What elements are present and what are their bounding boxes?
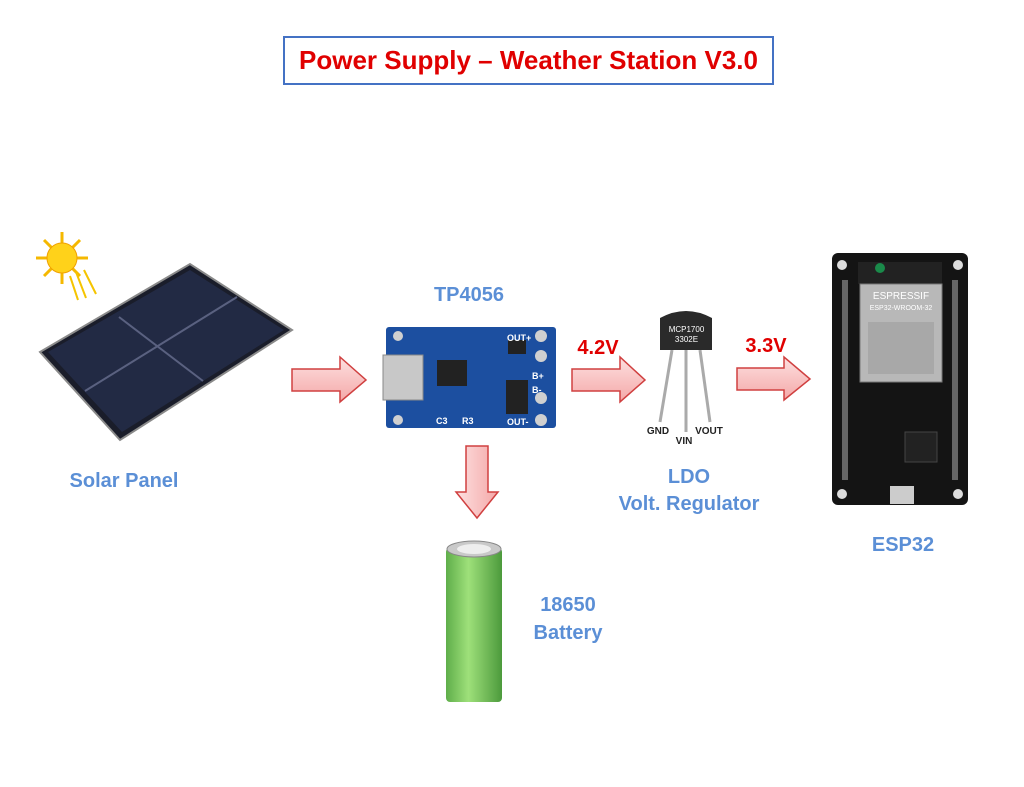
battery-image (446, 540, 502, 702)
arrow-charger-to-battery (454, 445, 500, 520)
ldo-label-1: LDO (667, 466, 711, 488)
svg-text:B-: B- (532, 385, 542, 395)
battery-label-1: 18650 (540, 594, 596, 616)
solar-panel-label: Solar Panel (69, 470, 179, 492)
ldo-pin-vout: VOUT (695, 426, 723, 437)
svg-text:B+: B+ (532, 371, 544, 381)
svg-text:R3: R3 (462, 416, 474, 426)
sun-icon (36, 232, 97, 301)
battery-label-2: Battery (533, 622, 603, 644)
tp4056-board-image: OUT+ B+ B- OUT- C3 R3 (382, 327, 556, 428)
solar-panel-image (38, 262, 294, 442)
diagram-title: Power Supply – Weather Station V3.0 (283, 36, 774, 85)
svg-text:OUT-: OUT- (507, 417, 529, 427)
ldo-pin-gnd: GND (646, 426, 670, 437)
arrow-ldo-to-mcu (736, 355, 812, 402)
ldo-chip-marking-1: MCP1700 (668, 325, 705, 334)
esp32-module-name: ESP32-WROOM-32 (869, 305, 933, 312)
ldo-chip-marking-2: 3302E (674, 335, 699, 344)
arrow-solar-to-charger (291, 355, 368, 404)
ldo-label-2: Volt. Regulator (618, 493, 760, 515)
arrow-charger-to-ldo (571, 355, 647, 404)
esp32-label: ESP32 (871, 534, 935, 556)
voltage-3v3-label: 3.3V (745, 335, 787, 357)
esp32-module-brand: ESPRESSIF (872, 291, 930, 302)
voltage-4v2-label: 4.2V (577, 337, 619, 359)
ldo-pin-vin: VIN (675, 436, 693, 447)
mcp1700-regulator-image (658, 311, 712, 432)
svg-text:C3: C3 (436, 416, 448, 426)
svg-text:OUT+: OUT+ (507, 333, 531, 343)
esp32-board-image (832, 253, 968, 505)
tp4056-label: TP4056 (433, 284, 505, 306)
